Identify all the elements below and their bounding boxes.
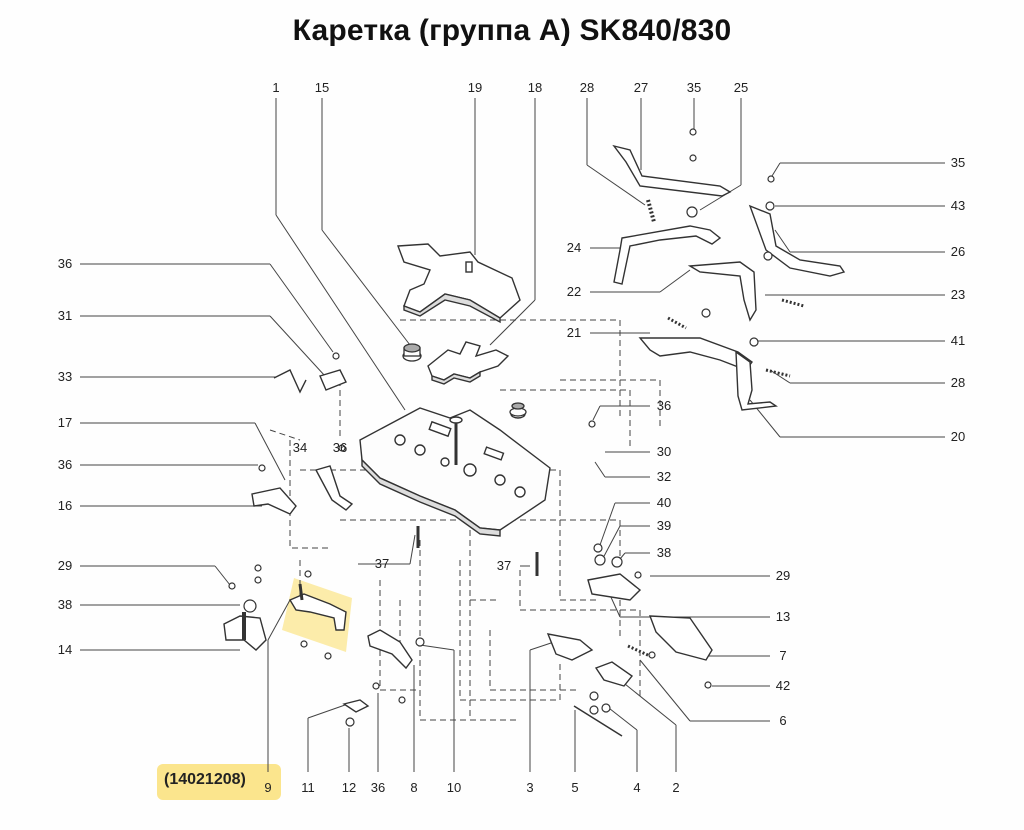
callout-1: 1 bbox=[272, 80, 279, 95]
callout-41: 41 bbox=[951, 333, 965, 348]
callout-7: 7 bbox=[779, 648, 786, 663]
left-parts bbox=[223, 369, 354, 651]
callout-4: 4 bbox=[633, 780, 640, 795]
callout-17: 17 bbox=[58, 415, 72, 430]
callout-22: 22 bbox=[567, 284, 581, 299]
callout-5: 5 bbox=[571, 780, 578, 795]
callout-14: 14 bbox=[58, 642, 72, 657]
callout-36-c: 36 bbox=[657, 398, 671, 413]
callout-38-right: 38 bbox=[657, 545, 671, 560]
part-18-bracket bbox=[427, 341, 510, 385]
callout-31: 31 bbox=[58, 308, 72, 323]
callout-10: 10 bbox=[447, 780, 461, 795]
callout-30: 30 bbox=[657, 444, 671, 459]
callout-37-a: 37 bbox=[375, 556, 389, 571]
callout-3: 3 bbox=[526, 780, 533, 795]
callout-29-right: 29 bbox=[776, 568, 790, 583]
callout-2: 2 bbox=[672, 780, 679, 795]
callout-6: 6 bbox=[779, 713, 786, 728]
callout-28-right: 28 bbox=[951, 375, 965, 390]
callout-40: 40 bbox=[657, 495, 671, 510]
callout-24: 24 bbox=[567, 240, 581, 255]
callout-12: 12 bbox=[342, 780, 356, 795]
part-19-plate bbox=[397, 243, 521, 324]
part-9-assembly bbox=[288, 583, 347, 631]
callout-16: 16 bbox=[58, 498, 72, 513]
callout-8: 8 bbox=[410, 780, 417, 795]
callout-42: 42 bbox=[776, 678, 790, 693]
callout-13: 13 bbox=[776, 609, 790, 624]
callout-43: 43 bbox=[951, 198, 965, 213]
callout-36-a: 36 bbox=[58, 256, 72, 271]
page-title: Каретка (группа A) SK840/830 bbox=[292, 14, 732, 47]
callout-23: 23 bbox=[951, 287, 965, 302]
arm-assemblies bbox=[612, 144, 846, 411]
part-highlight bbox=[157, 764, 281, 800]
callout-39: 39 bbox=[657, 518, 671, 533]
callout-21: 21 bbox=[567, 325, 581, 340]
callout-25: 25 bbox=[734, 80, 748, 95]
fasteners bbox=[228, 128, 775, 727]
callout-38-left: 38 bbox=[58, 597, 72, 612]
callout-11: 11 bbox=[301, 780, 315, 795]
callout-labels: 1 15 19 18 28 27 35 25 35 43 26 23 41 28… bbox=[58, 80, 965, 795]
callout-36-d: 36 bbox=[333, 440, 347, 455]
callout-36-b: 36 bbox=[58, 457, 72, 472]
callout-35-right: 35 bbox=[951, 155, 965, 170]
callout-9: 9 bbox=[264, 780, 271, 795]
callout-34: 34 bbox=[293, 440, 307, 455]
callout-28-top: 28 bbox=[580, 80, 594, 95]
callout-33: 33 bbox=[58, 369, 72, 384]
lower-parts bbox=[342, 573, 713, 737]
part-15-nut bbox=[402, 343, 527, 417]
callout-29-left: 29 bbox=[58, 558, 72, 573]
callout-37-b: 37 bbox=[497, 558, 511, 573]
callout-18: 18 bbox=[528, 80, 542, 95]
callout-36-bottom: 36 bbox=[371, 780, 385, 795]
callout-32: 32 bbox=[657, 469, 671, 484]
callout-27: 27 bbox=[634, 80, 648, 95]
callout-26: 26 bbox=[951, 244, 965, 259]
part-number-label: (14021208) bbox=[164, 771, 246, 788]
callout-15: 15 bbox=[315, 80, 329, 95]
callout-19: 19 bbox=[468, 80, 482, 95]
callout-35-top: 35 bbox=[687, 80, 701, 95]
callout-20: 20 bbox=[951, 429, 965, 444]
leader-lines bbox=[80, 98, 945, 772]
carriage-plate bbox=[359, 407, 551, 537]
